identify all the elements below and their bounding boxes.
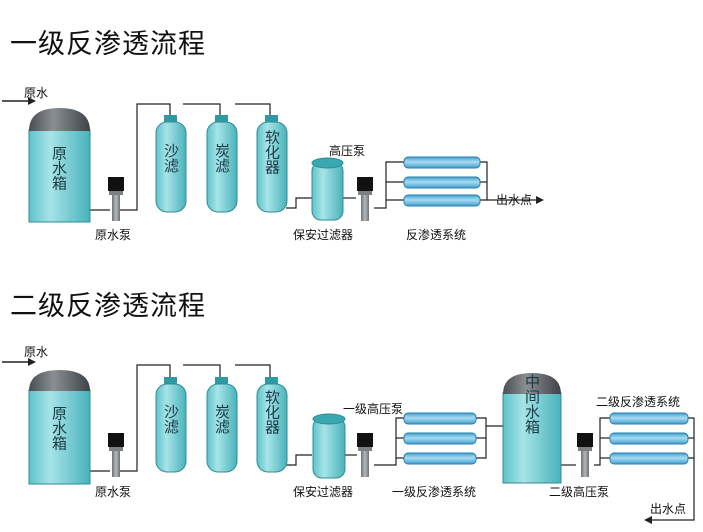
pipes-1 [90, 103, 536, 211]
first-ro-system-label: 一级反渗透系统 [392, 484, 476, 499]
intermediate-tank-label: 中间水箱 [523, 374, 541, 434]
carbon-filter-2: 炭滤 [206, 377, 238, 473]
security-filter-label: 保安过滤器 [293, 227, 353, 242]
raw-water-pump-1: 原水泵 [95, 177, 131, 242]
security-filter-1: 保安过滤器 [293, 157, 353, 242]
first-high-pressure-pump: 一级高压泵 [343, 401, 403, 477]
second-high-pressure-pump-label: 二级高压泵 [549, 484, 609, 499]
process-1: 原水 原水箱 原水泵 沙滤 炭滤 软 [2, 86, 544, 242]
second-ro-system-label: 二级反渗透系统 [596, 394, 680, 409]
intermediate-tank: 中间水箱 [502, 373, 562, 484]
pipes-2 [90, 364, 695, 521]
high-pressure-pump-label: 高压泵 [329, 143, 365, 158]
raw-pump-label: 原水泵 [95, 228, 131, 242]
sand-filter-label: 沙滤 [162, 404, 180, 435]
process-2: 原水 原水箱 原水泵 沙滤 炭滤 软化器 [2, 345, 695, 524]
process-1-title: 一级反渗透流程 [10, 29, 206, 60]
sand-filter-label: 沙滤 [162, 143, 180, 174]
sand-filter-2: 沙滤 [155, 377, 187, 473]
second-ro-system: 二级反渗透系统 [596, 394, 689, 465]
softener-label: 软化器 [263, 390, 281, 435]
sand-filter-1: 沙滤 [155, 115, 187, 213]
softener-label: 软化器 [263, 130, 281, 175]
process-2-title: 二级反渗透流程 [10, 291, 206, 322]
carbon-filter-1: 炭滤 [206, 115, 238, 213]
softener-2: 软化器 [256, 377, 288, 473]
raw-water-in-label: 原水 [24, 86, 48, 100]
high-pressure-pump-1: 高压泵 [329, 143, 373, 221]
first-ro-system: 一级反渗透系统 [392, 412, 477, 499]
security-filter-label: 保安过滤器 [293, 484, 353, 499]
water-outlet-label: 出水点 [496, 193, 532, 207]
carbon-filter-label: 炭滤 [213, 143, 231, 174]
water-outlet-2: 出水点 [644, 502, 686, 524]
raw-water-tank-2: 原水箱 [28, 370, 91, 485]
security-filter-2: 保安过滤器 [293, 413, 353, 499]
raw-water-in-label: 原水 [24, 345, 48, 359]
inlet-arrow-1: 原水 [2, 86, 48, 105]
carbon-filter-label: 炭滤 [213, 404, 231, 435]
second-high-pressure-pump: 二级高压泵 [549, 433, 609, 499]
water-outlet-1: 出水点 [496, 193, 544, 207]
raw-water-pump-2: 原水泵 [95, 433, 131, 499]
water-outlet-label: 出水点 [650, 502, 686, 516]
raw-tank-label: 原水箱 [50, 146, 68, 191]
raw-pump-label: 原水泵 [95, 485, 131, 499]
ro-system-label: 反渗透系统 [406, 227, 466, 242]
inlet-arrow-2: 原水 [2, 345, 48, 366]
first-high-pressure-pump-label: 一级高压泵 [343, 401, 403, 416]
softener-1: 软化器 [256, 115, 288, 213]
raw-tank-label: 原水箱 [50, 406, 68, 451]
raw-water-tank-1: 原水箱 [28, 108, 91, 223]
ro-system-1: 反渗透系统 [403, 156, 481, 242]
